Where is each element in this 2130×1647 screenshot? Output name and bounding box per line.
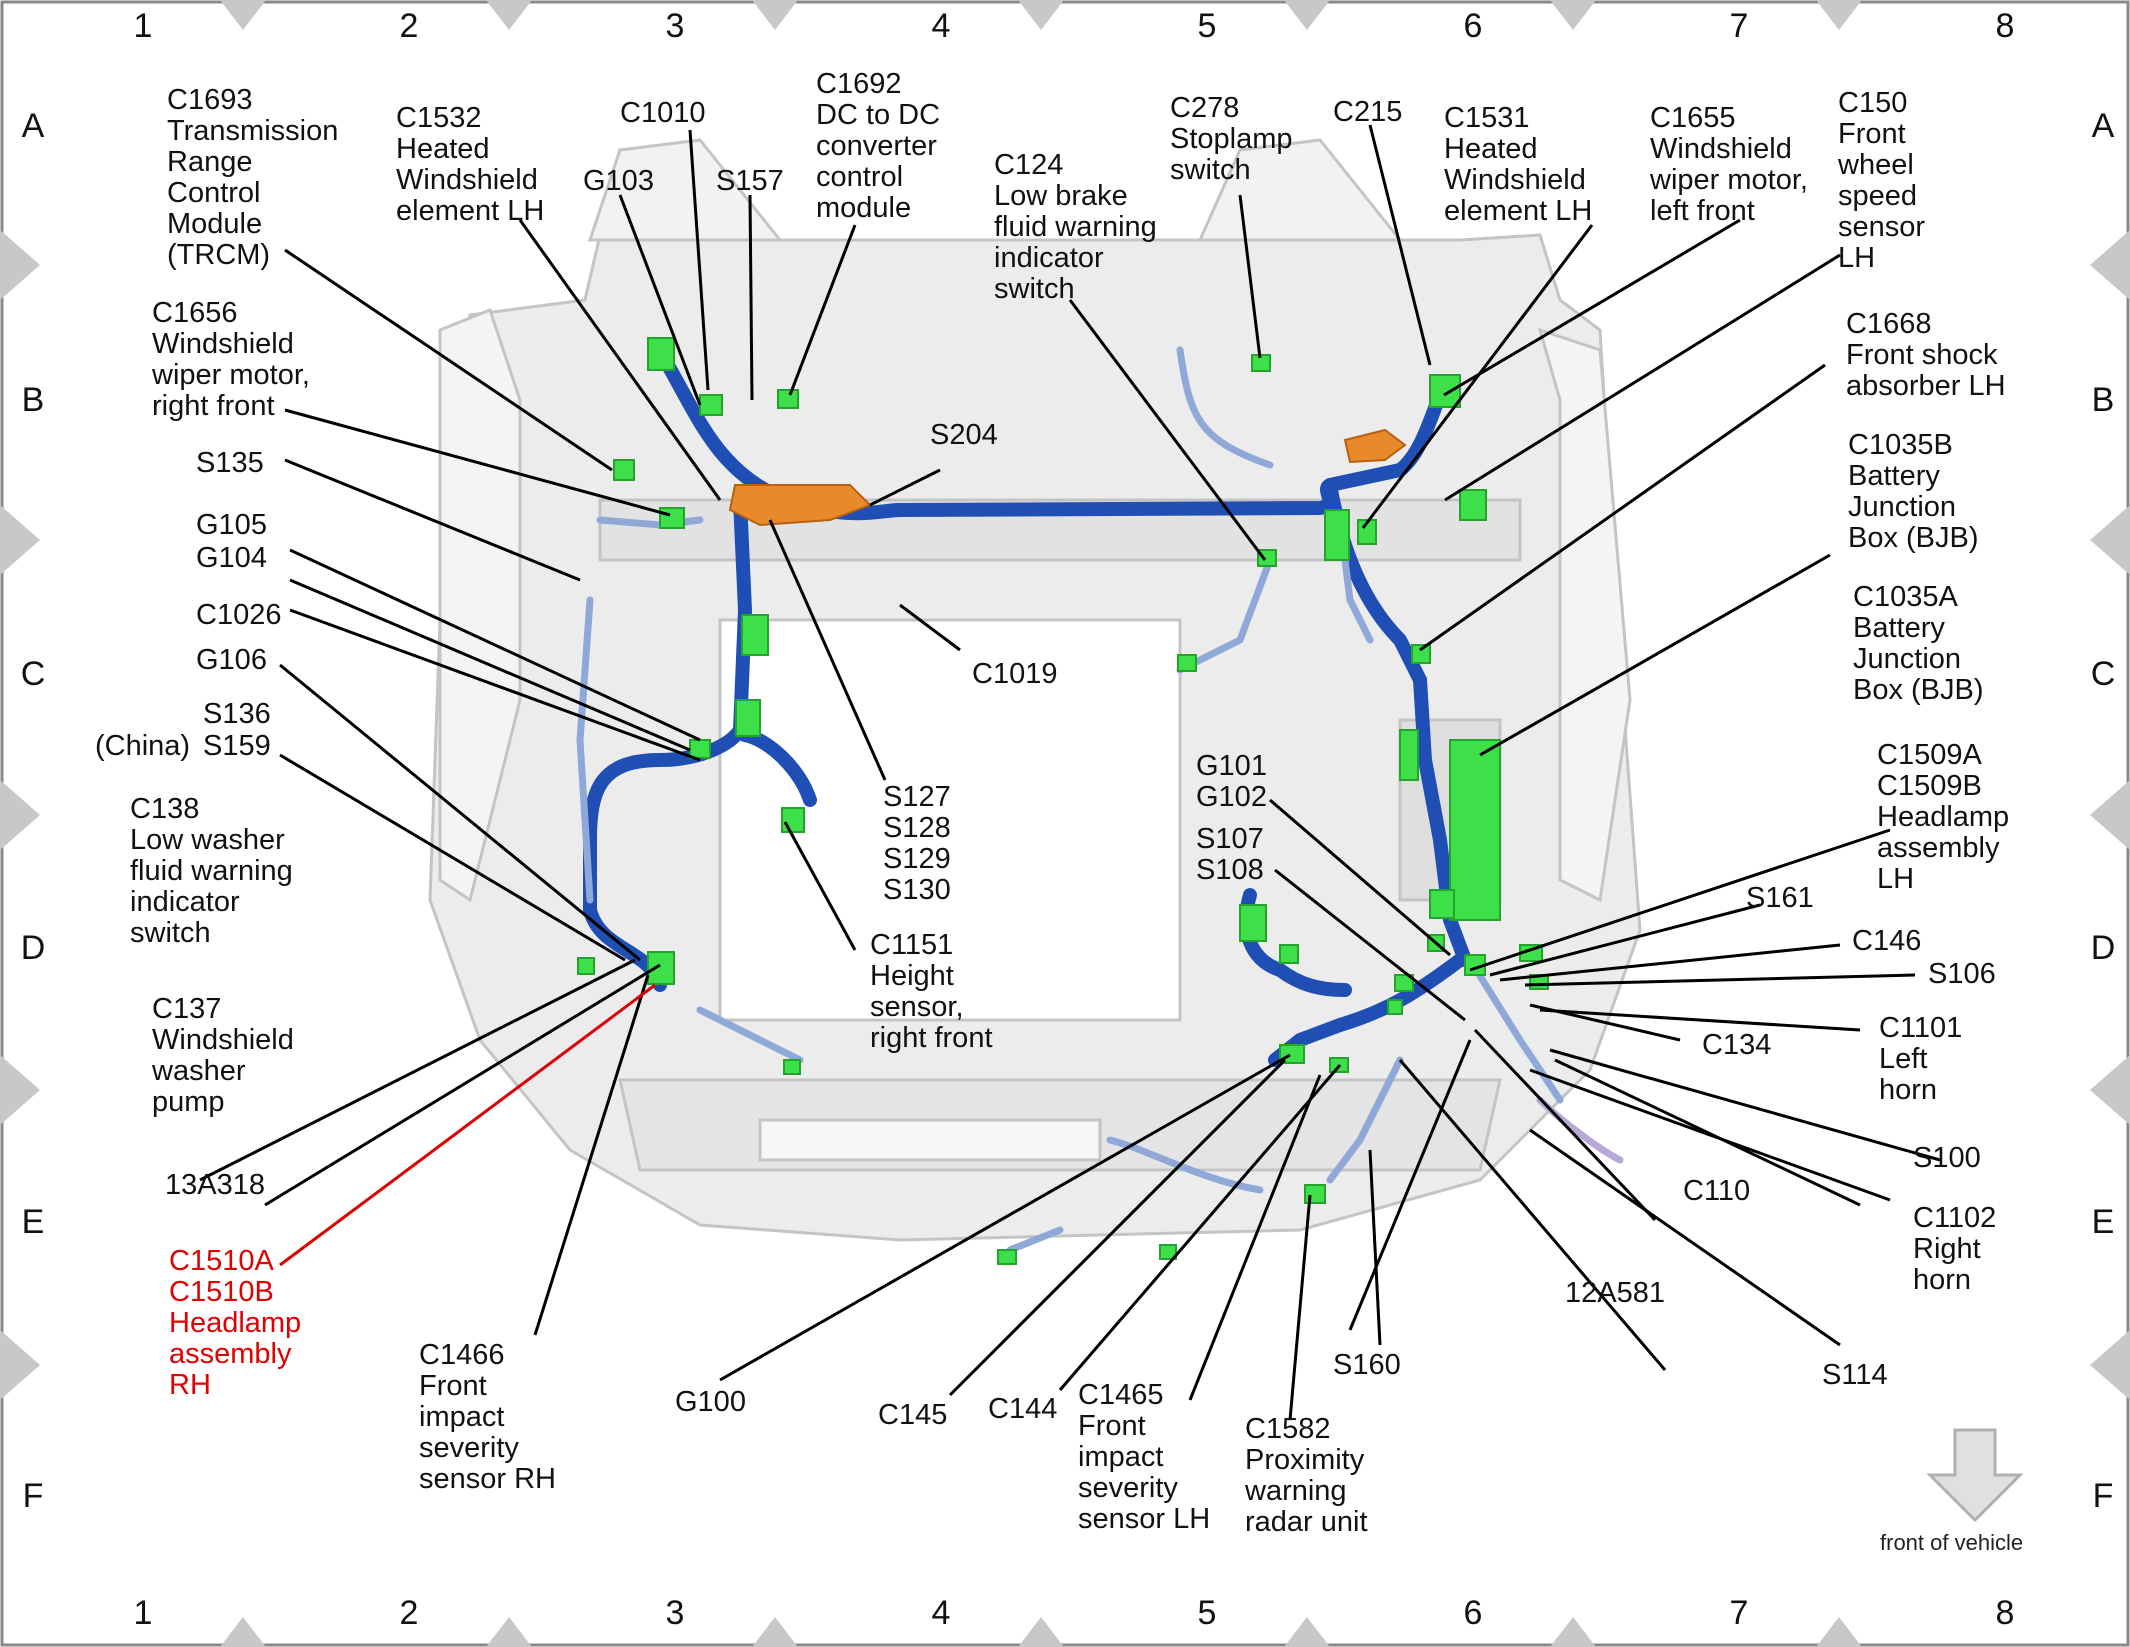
label-s107-s108: S107 S108 <box>1196 823 1264 886</box>
grid-col-2-bottom: 2 <box>399 1594 419 1632</box>
label-c124: C124 Low brake fluid warning indicator s… <box>994 149 1157 305</box>
label-s204: S204 <box>930 419 998 451</box>
grid-row-c-left: C <box>20 655 46 693</box>
label-c146: C146 <box>1852 925 1922 957</box>
grid-col-6-top: 6 <box>1463 7 1483 45</box>
label-c137: C137 Windshield washer pump <box>152 993 294 1118</box>
label-c1582: C1582 Proximity warning radar unit <box>1245 1413 1368 1538</box>
grid-row-b-left: B <box>21 381 45 419</box>
connectors <box>577 337 1549 1265</box>
grid-row-e-left: E <box>21 1203 45 1241</box>
label-s161: S161 <box>1746 882 1814 914</box>
label-s100: S100 <box>1913 1142 1981 1174</box>
label-g106: G106 <box>196 644 267 676</box>
label-s136: S136 <box>203 698 271 730</box>
label-s135: S135 <box>196 447 264 479</box>
label-c144: C144 <box>988 1393 1058 1425</box>
label-c1035a: C1035A Battery Junction Box (BJB) <box>1853 581 1984 706</box>
grid-row-e-right: E <box>2091 1203 2115 1241</box>
front-of-vehicle-note: front of vehicle <box>1880 1530 2024 1555</box>
label-c150: C150 Front wheel speed sensor LH <box>1838 87 1926 274</box>
grid-row-d-right: D <box>2090 929 2116 967</box>
grid-col-7-bottom: 7 <box>1729 1594 1749 1632</box>
label-c1102: C1102 Right horn <box>1913 1202 1997 1296</box>
grid-row-f-left: F <box>22 1477 44 1515</box>
label-china: (China) <box>95 730 191 762</box>
grid-col-5-top: 5 <box>1197 7 1217 45</box>
grid-row-a-left: A <box>21 107 45 145</box>
grid-col-4-top: 4 <box>931 7 951 45</box>
label-c1655: C1655 Windshield wiper motor, left front <box>1650 102 1808 227</box>
grid-col-5-bottom: 5 <box>1197 1594 1217 1632</box>
label-c1019: C1019 <box>972 658 1058 690</box>
grid-col-8-bottom: 8 <box>1995 1594 2015 1632</box>
label-s106: S106 <box>1928 958 1996 990</box>
vehicle-body <box>428 138 1642 1242</box>
label-g101-g102: G101 G102 <box>1196 750 1267 813</box>
label-c1668: C1668 Front shock absorber LH <box>1846 308 2006 402</box>
label-c145: C145 <box>878 1399 948 1431</box>
label-c1692: C1692 DC to DC converter control module <box>816 68 941 224</box>
grid-row-a-right: A <box>2091 107 2115 145</box>
label-s114: S114 <box>1822 1359 1888 1391</box>
label-c1465: C1465 Front impact severity sensor LH <box>1078 1379 1211 1535</box>
grid-row-c-right: C <box>2090 655 2116 693</box>
label-s159: S159 <box>203 730 271 762</box>
grid-col-1-bottom: 1 <box>133 1594 153 1632</box>
label-c215: C215 <box>1333 96 1403 128</box>
grid-col-2-top: 2 <box>399 7 419 45</box>
grid-row-d-left: D <box>20 929 46 967</box>
label-c1531: C1531 Heated Windshield element LH <box>1444 102 1593 227</box>
label-s160: S160 <box>1333 1349 1401 1381</box>
label-c138: C138 Low washer fluid warning indicator … <box>130 793 293 949</box>
label-c1101: C1101 Left horn <box>1879 1012 1963 1106</box>
label-c1151: C1151 Height sensor, right front <box>870 929 993 1054</box>
grid-row-b-right: B <box>2091 381 2115 419</box>
label-g104: G104 <box>196 542 267 574</box>
label-c1693: C1693 Transmission Range Control Module … <box>167 84 339 271</box>
label-12a581: 12A581 <box>1565 1277 1665 1309</box>
label-c1510-highlighted: C1510A C1510B Headlamp assembly RH <box>169 1245 302 1401</box>
label-g100: G100 <box>675 1386 746 1418</box>
label-c1509: C1509A C1509B Headlamp assembly LH <box>1877 739 2010 895</box>
label-g105: G105 <box>196 509 267 541</box>
grid-col-8-top: 8 <box>1995 7 2015 45</box>
label-s127-s130: S127 S128 S129 S130 <box>883 781 951 906</box>
label-c1010: C1010 <box>620 97 706 129</box>
grid-col-1-top: 1 <box>133 7 153 45</box>
label-c110: C110 <box>1683 1175 1751 1207</box>
highlight-leader-line <box>279 983 656 1267</box>
splice-packs <box>728 428 1407 527</box>
grid-col-3-top: 3 <box>665 7 685 45</box>
label-g103: G103 <box>583 165 654 197</box>
grid-col-3-bottom: 3 <box>665 1594 685 1632</box>
label-c278: C278 Stoplamp switch <box>1170 92 1293 186</box>
leader-lines <box>199 124 1941 1421</box>
label-c1656: C1656 Windshield wiper motor, right fron… <box>152 297 310 422</box>
label-c1466: C1466 Front impact severity sensor RH <box>419 1339 556 1495</box>
grid-row-f-right: F <box>2092 1477 2114 1515</box>
label-c1035b: C1035B Battery Junction Box (BJB) <box>1848 429 1979 554</box>
front-arrow-icon <box>1926 1428 2024 1523</box>
label-c1532: C1532 Heated Windshield element LH <box>396 102 545 227</box>
label-13a318: 13A318 <box>165 1169 265 1201</box>
grid-col-6-bottom: 6 <box>1463 1594 1483 1632</box>
label-c1026: C1026 <box>196 599 282 631</box>
label-c134: C134 <box>1702 1029 1772 1061</box>
grid-col-7-top: 7 <box>1729 7 1749 45</box>
label-s157: S157 <box>716 165 784 197</box>
grid-col-4-bottom: 4 <box>931 1594 951 1632</box>
